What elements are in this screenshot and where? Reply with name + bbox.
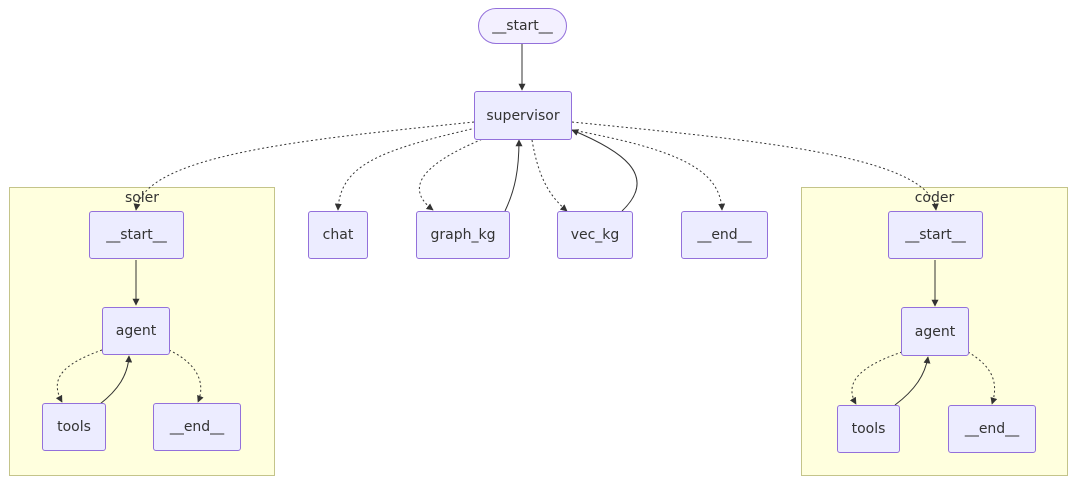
- edge-coder-agent-tools: [849, 351, 903, 405]
- edge-supervisor-coder: [571, 121, 939, 211]
- node-supervisor[interactable]: supervisor: [474, 91, 572, 140]
- node-end[interactable]: __end__: [681, 211, 768, 259]
- edge-soler-tools-agent: [99, 355, 133, 405]
- cluster-coder-title: coder: [914, 190, 955, 206]
- edge-vec-kg-supervisor: [571, 129, 638, 212]
- edge-supervisor-graph-kg: [418, 135, 491, 211]
- edge-supervisor-end: [571, 129, 726, 211]
- soler-node-end[interactable]: __end__: [153, 403, 241, 451]
- edge-coder-agent-end: [967, 351, 998, 405]
- coder-node-tools[interactable]: tools: [837, 405, 900, 453]
- node-start[interactable]: __start__: [478, 8, 567, 44]
- soler-node-agent[interactable]: agent: [102, 307, 170, 355]
- node-graph-kg[interactable]: graph_kg: [416, 211, 510, 259]
- node-vec-kg[interactable]: vec_kg: [557, 211, 633, 259]
- edge-graph-kg-supervisor: [504, 139, 523, 212]
- coder-node-end[interactable]: __end__: [948, 405, 1036, 453]
- edge-coder-tools-agent: [894, 356, 931, 406]
- edge-soler-agent-tools: [55, 349, 103, 403]
- soler-node-start[interactable]: __start__: [89, 211, 184, 259]
- coder-node-agent[interactable]: agent: [901, 307, 969, 356]
- cluster-soler-title: soler: [124, 190, 160, 206]
- node-chat[interactable]: chat: [308, 211, 368, 259]
- edge-supervisor-soler: [133, 121, 475, 211]
- edge-soler-agent-end: [168, 349, 204, 403]
- soler-node-tools[interactable]: tools: [42, 403, 106, 451]
- coder-node-start[interactable]: __start__: [888, 211, 983, 259]
- edge-supervisor-vec-kg: [531, 139, 568, 212]
- edge-supervisor-chat: [334, 127, 477, 211]
